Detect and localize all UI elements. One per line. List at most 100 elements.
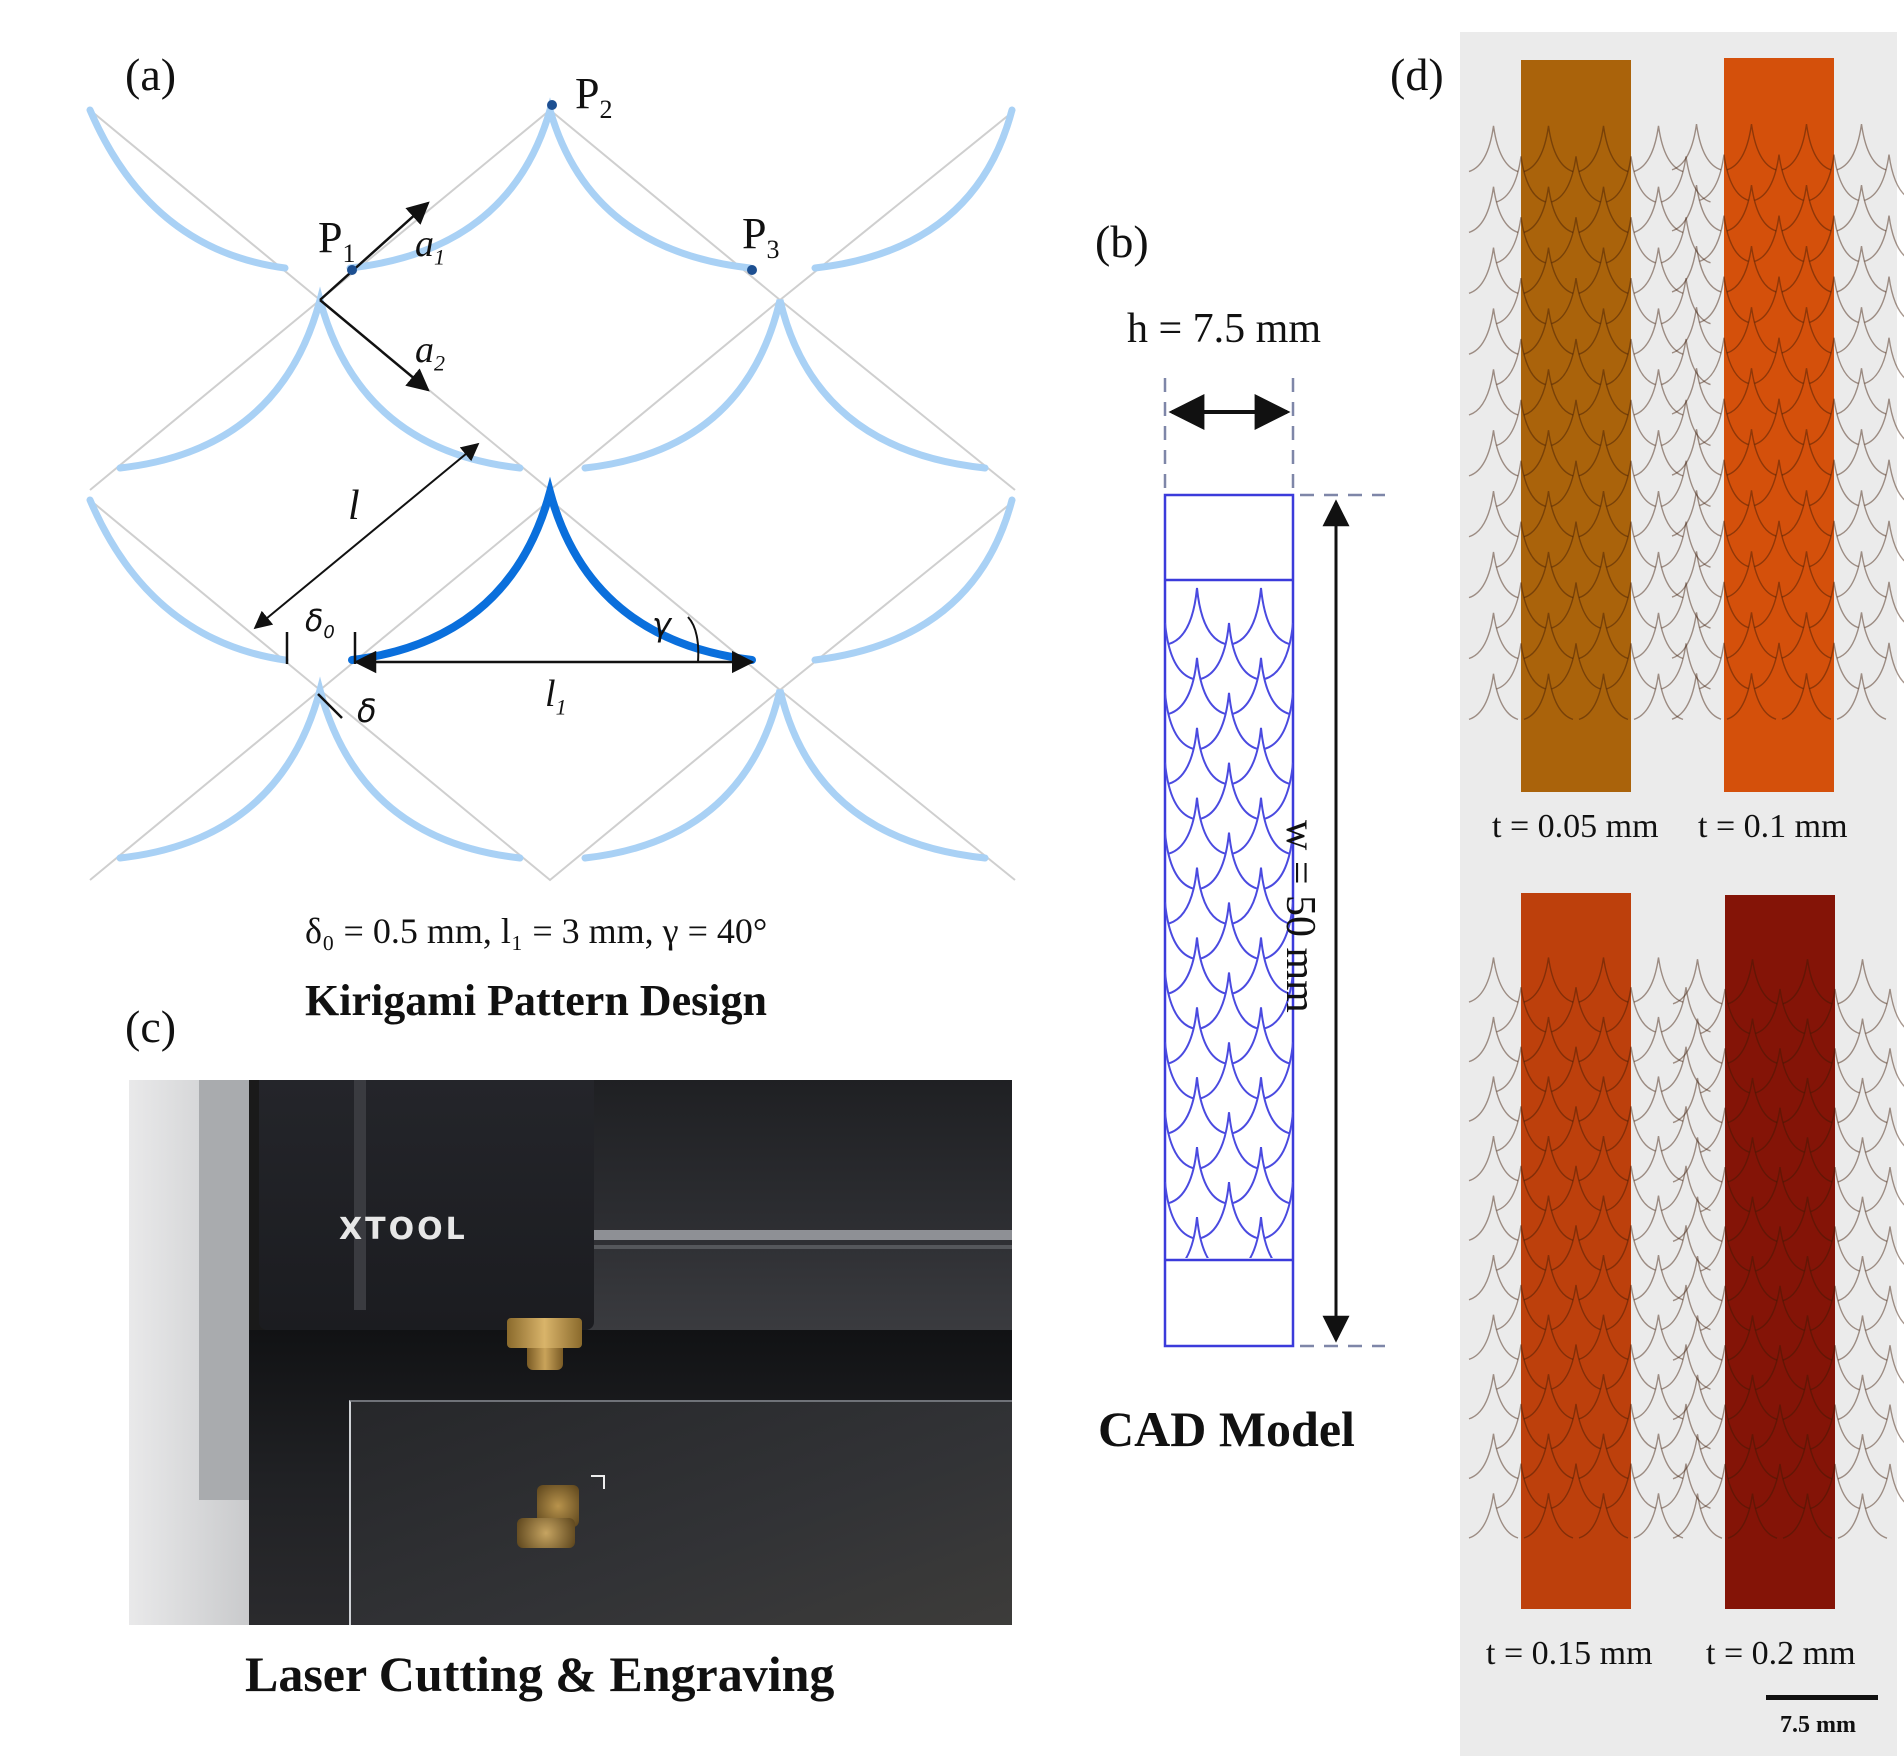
strip-arc: [1699, 398, 1749, 446]
point-p2: [547, 100, 557, 110]
cad-arc: [1200, 1042, 1258, 1100]
strip-arc: [1633, 186, 1684, 234]
strip-arc: [1836, 551, 1887, 598]
strip-surface: [1468, 893, 1711, 1609]
strip-arc: [1606, 1106, 1656, 1152]
cad-arc: [1105, 1217, 1161, 1273]
strip-arc: [1810, 1226, 1860, 1272]
strip-arc: [1727, 1315, 1778, 1361]
strip-arc: [1755, 1048, 1805, 1094]
strip-arc: [1755, 1404, 1805, 1450]
strip-arc: [1468, 247, 1519, 294]
strip-arc: [1781, 123, 1832, 171]
strip-arc: [1781, 612, 1832, 659]
cad-arc: [1165, 762, 1194, 820]
strip-arc: [1672, 1493, 1723, 1539]
strip-arc: [1837, 1493, 1888, 1539]
strip-arc: [1496, 460, 1546, 507]
strip-arc: [1865, 1048, 1904, 1094]
cad-arc: [1105, 1147, 1161, 1203]
strip-arc: [1606, 582, 1656, 629]
strip-arc: [1523, 1493, 1574, 1539]
strip-arc: [1755, 1463, 1805, 1510]
strip-arc: [1523, 491, 1574, 538]
strip-arc: [1809, 581, 1859, 629]
strip-fill: [1725, 895, 1835, 1609]
sample-strip-0.2mm: [1672, 895, 1904, 1609]
strip-arc: [1661, 1344, 1711, 1390]
strip-arc: [1606, 1046, 1656, 1093]
strip-arc: [1672, 1018, 1723, 1064]
scale-bar-label: 7.5 mm: [1780, 1712, 1856, 1738]
strip-arc: [1468, 491, 1519, 538]
strip-arc: [1672, 959, 1723, 1005]
strip-arc: [1523, 1016, 1574, 1063]
strip-arc: [1661, 156, 1711, 203]
strip-arc: [1699, 276, 1749, 324]
strip-arc: [1661, 1165, 1711, 1212]
strip-arc: [1810, 988, 1860, 1035]
panel-c-tag: (c): [125, 1001, 177, 1052]
strip-arc: [1606, 217, 1656, 264]
strip-arc: [1633, 430, 1684, 477]
strip-arc: [1727, 1196, 1778, 1242]
cad-arc: [1165, 1042, 1194, 1100]
strip-arc: [1496, 643, 1546, 690]
cad-arc: [1232, 867, 1290, 925]
strip-arc: [1551, 156, 1601, 203]
strip-arc: [1523, 125, 1574, 173]
strip-arc: [1781, 673, 1832, 720]
strip-arc: [1661, 1046, 1711, 1093]
strip-arc: [1633, 551, 1684, 599]
strip-arc: [1496, 1463, 1546, 1509]
strip-arc: [1496, 1344, 1546, 1390]
strip-arc: [1671, 673, 1722, 720]
strip-arc: [1727, 1434, 1778, 1480]
strip-arc: [1809, 642, 1859, 690]
cad-arc: [1168, 937, 1226, 995]
strip-arc: [1782, 1256, 1833, 1302]
strip-cut-pattern: [1468, 957, 1711, 1539]
cad-arc: [1264, 622, 1293, 680]
strip-arc: [1578, 369, 1629, 416]
strip-label-0.1: t = 0.1 mm: [1698, 808, 1848, 845]
strip-arc: [1606, 338, 1656, 386]
gamma-angle-arc: [687, 616, 700, 663]
strip-arc: [1836, 123, 1887, 171]
cad-arc: [1264, 1182, 1293, 1239]
strip-arc: [1836, 246, 1887, 293]
cad-arc: [1200, 762, 1258, 820]
strip-label-0.15: t = 0.15 mm: [1486, 1635, 1653, 1672]
strip-arc: [1754, 581, 1804, 629]
strip-arc: [1578, 430, 1629, 477]
cad-arc: [1200, 1182, 1258, 1239]
strip-label-0.2: t = 0.2 mm: [1706, 1635, 1856, 1672]
strip-arc: [1661, 1106, 1711, 1152]
cad-arc: [1249, 1216, 1273, 1258]
strip-arc: [1727, 1137, 1778, 1183]
strip-arc: [1468, 1314, 1519, 1361]
cad-arc: [1165, 902, 1194, 960]
cad-arc: [1168, 1007, 1226, 1065]
strip-arc: [1726, 307, 1777, 354]
cad-arc: [1232, 587, 1290, 645]
strip-arc: [1523, 1135, 1574, 1182]
strip-arc: [1810, 1048, 1860, 1094]
strip-arc: [1578, 551, 1629, 599]
cad-arc: [1232, 797, 1290, 855]
strip-arc: [1551, 987, 1601, 1033]
strip-arc: [1496, 1165, 1546, 1212]
strip-arc: [1523, 308, 1574, 355]
strip-arc: [1781, 551, 1832, 598]
strip-arc: [1606, 399, 1656, 447]
strip-arc: [1699, 215, 1749, 263]
cad-arc: [1200, 692, 1258, 750]
cad-arc: [1264, 902, 1293, 960]
panel-b-title: CAD Model: [1098, 1401, 1355, 1457]
cad-arc: [1232, 727, 1290, 785]
strip-arc: [1468, 125, 1519, 173]
cad-arc: [1297, 588, 1353, 644]
strip-arc: [1836, 185, 1887, 232]
panel-c-title: Laser Cutting & Engraving: [245, 1646, 835, 1702]
